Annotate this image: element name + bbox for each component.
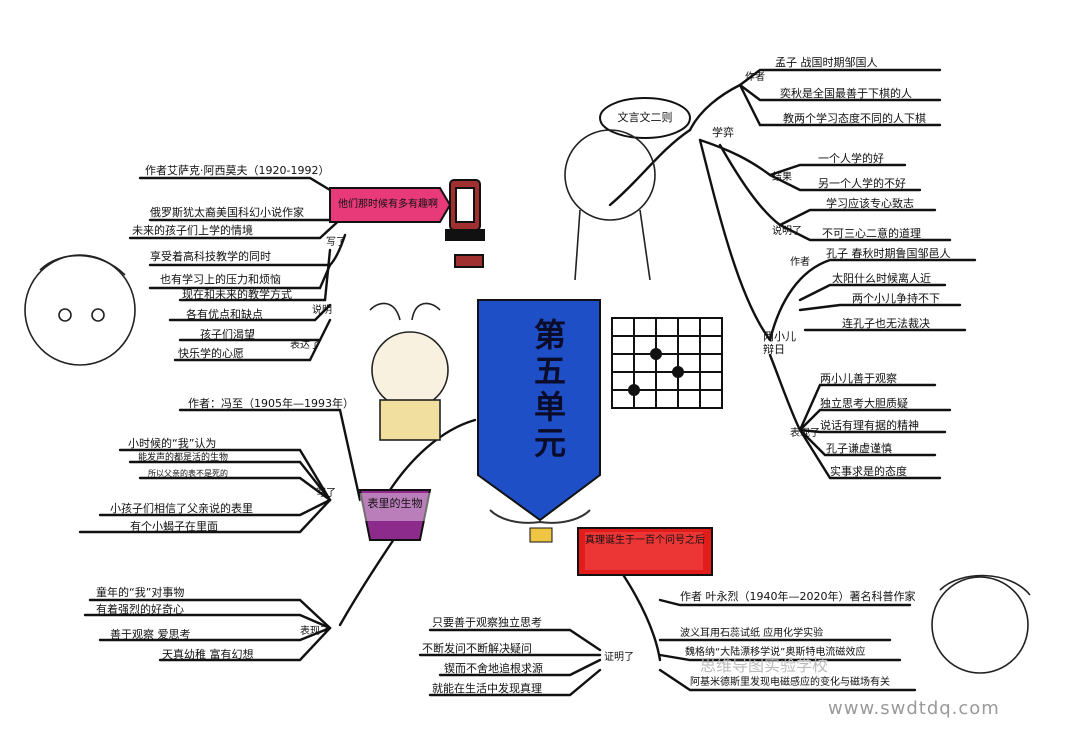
meishan-line-7: 孩子们渴望	[200, 328, 255, 341]
kexue-line-5: 不断发问不断解决疑问	[422, 642, 532, 655]
topic-yishou: 表里的生物	[367, 497, 423, 510]
topic-meishan: 他们那时候有多有趣啊	[338, 199, 438, 210]
meishan-line-6: 各有优点和缺点	[186, 308, 263, 321]
meishan-line-1: 俄罗斯犹太裔美国科幻小说作家	[150, 206, 304, 219]
meishan-line-4: 也有学习上的压力和烦恼	[160, 273, 281, 286]
character-sketch-center	[369, 302, 449, 441]
liangxiaoer-line-3: 连孔子也无法裁决	[842, 317, 930, 330]
character-sketch-right	[931, 574, 1031, 674]
center-title: 第五单元	[529, 318, 567, 462]
kexue-line-1: 波义耳用石蕊试纸 应用化学实验	[680, 628, 824, 639]
meishan-line-2: 未来的孩子们上学的情境	[132, 224, 253, 237]
character-sketch-top	[564, 129, 656, 281]
liangxiaoer-biaoxian-1: 两小儿善于观察	[820, 372, 897, 385]
character-sketch-left	[24, 254, 136, 366]
xueyi-label: 学弈	[712, 126, 734, 139]
kexue-line-6: 锲而不舍地追根求源	[444, 662, 543, 675]
kexue-line-2: 魏格纳“大陆漂移学说”奥斯特电流磁效应	[685, 647, 866, 658]
xueyi-jieguo-tag: 结果	[772, 172, 792, 183]
topic-wenyan: 文言文二则	[617, 111, 673, 124]
kexue-tag: 证明了	[604, 652, 634, 663]
lamp-icon	[445, 179, 485, 268]
liangxiaoer-biaoxian-5: 实事求是的态度	[830, 465, 907, 478]
kexue-line-4: 只要善于观察独立思考	[432, 616, 542, 629]
watermark-brand: 思维导图实验学校	[700, 656, 829, 675]
yishou-zuozhe: 作者：冯至（1905年—1993年）	[188, 397, 354, 410]
liangxiaoer-zuozhe-tag: 作者	[790, 257, 810, 268]
xueyi-shuoming-2: 不可三心二意的道理	[822, 227, 921, 240]
xueyi-zuozhe-tag: 作者	[745, 72, 765, 83]
liangxiaoer-biaoxian-2: 独立思考大胆质疑	[820, 397, 908, 410]
go-board	[611, 317, 723, 409]
yishou-line-7: 有着强烈的好奇心	[96, 603, 184, 616]
liangxiaoer-label: 两小儿辩日	[763, 330, 796, 356]
topic-box-kexue	[577, 527, 713, 576]
meishan-tag-2: 说明	[312, 305, 332, 316]
liangxiaoer-line-2: 两个小儿争持不下	[852, 292, 940, 305]
xueyi-line3: 教两个学习态度不同的人下棋	[783, 112, 926, 125]
xueyi-line2: 奕秋是全国最善于下棋的人	[780, 87, 912, 100]
xueyi-shuoming-tag: 说明了	[772, 226, 802, 237]
yishou-line-6: 童年的“我”对事物	[96, 586, 185, 599]
topic-box-meishan	[329, 187, 452, 223]
liangxiaoer-zuozhe: 孔子 春秋时期鲁国邹邑人	[826, 247, 951, 260]
topic-box-wenyan	[599, 97, 691, 139]
yishou-line-5: 有个小蝎子在里面	[130, 520, 218, 533]
topic-kexue: 真理诞生于一百个问号之后	[585, 535, 705, 546]
xueyi-zuozhe: 孟子 战国时期邹国人	[775, 56, 878, 69]
kexue-line-3: 阿基米德斯里发现电磁感应的变化与磁场有关	[690, 677, 890, 688]
xueyi-shuoming-1: 学习应该专心致志	[826, 197, 914, 210]
liangxiaoer-biaoxian-4: 孔子谦虚谨慎	[826, 442, 892, 455]
center-banner-shape	[477, 299, 601, 543]
liangxiaoer-line-1: 太阳什么时候离人近	[832, 272, 931, 285]
yishou-tag-1: 写了	[316, 488, 336, 499]
yishou-line-3: 所以父亲的表不是死的	[148, 469, 228, 478]
meishan-tag-3: 表达了	[290, 340, 320, 351]
xueyi-jieguo-1: 一个人学的好	[818, 152, 884, 165]
kexue-zuozhe: 作者 叶永烈（1940年—2020年）著名科普作家	[680, 590, 916, 603]
kexue-line-7: 就能在生活中发现真理	[432, 682, 542, 695]
liangxiaoer-biaoxian-tag: 表现了	[790, 428, 820, 439]
liangxiaoer-biaoxian-3: 说话有理有据的精神	[820, 419, 919, 432]
yishou-line-8: 善于观察 爱思考	[110, 628, 191, 641]
watermark-site: www.swdtdq.com	[828, 698, 1000, 719]
yishou-line-9: 天真幼稚 富有幻想	[162, 648, 254, 661]
yishou-line-2: 能发声的都是活的生物	[138, 453, 229, 463]
meishan-tag-1: 写了	[326, 237, 346, 248]
meishan-line-5: 现在和未来的教学方式	[182, 288, 292, 301]
topic-box-yishou	[358, 489, 432, 541]
yishou-line-1: 小时候的“我”认为	[128, 437, 217, 450]
meishan-zuozhe: 作者艾萨克·阿西莫夫（1920-1992）	[145, 164, 330, 177]
yishou-line-4: 小孩子们相信了父亲说的表里	[110, 502, 253, 515]
yishou-tag-2: 表现了	[300, 626, 330, 637]
meishan-line-3: 享受着高科技教学的同时	[150, 250, 271, 263]
meishan-line-8: 快乐学的心愿	[178, 347, 244, 360]
xueyi-jieguo-2: 另一个人学的不好	[818, 177, 906, 190]
